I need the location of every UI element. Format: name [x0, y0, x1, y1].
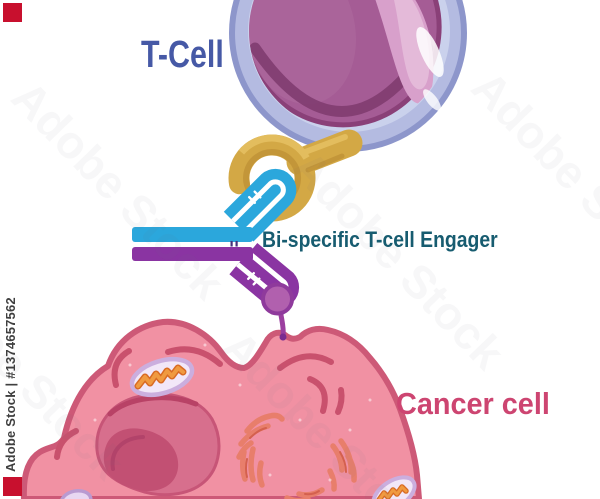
- antigen-stem-tip: [279, 333, 287, 341]
- membrane-folds: [54, 346, 345, 460]
- nucleus-top-arc: [107, 395, 199, 417]
- cd3-linker-bar: [132, 227, 253, 242]
- membrane-gloss: [416, 27, 444, 77]
- receptor-shadow: [243, 149, 302, 197]
- t-cell-label: T-Cell: [141, 34, 224, 76]
- disulfide-ticks: [246, 190, 262, 286]
- t-cell-graphic: [229, 0, 467, 152]
- nucleus-inner-fold: [110, 435, 145, 471]
- watermark-corner-top: [3, 3, 22, 22]
- engager-label: Bi-specific T-cell Engager: [262, 227, 498, 252]
- receptor-highlight: [238, 134, 310, 160]
- hinge-ticks: [230, 241, 238, 247]
- nucleus-highlight-inner: [392, 0, 430, 90]
- er-detail: [245, 427, 347, 496]
- mitochondria: [129, 356, 195, 398]
- cancer-cell-graphic: [20, 318, 422, 499]
- mitochondria-small: [371, 475, 417, 499]
- watermark-id-text: Adobe Stock | #1374657562: [3, 297, 18, 472]
- cell-speckles: [93, 343, 372, 482]
- cancer-cell-body: [20, 318, 422, 499]
- tumor-linker-bar: [132, 247, 253, 261]
- cancer-cell-label: Cancer cell: [396, 386, 550, 421]
- organelle-small: [59, 488, 93, 499]
- tcr-receptor-graphic: [228, 129, 363, 222]
- watermark-corner-bottom: [3, 477, 22, 496]
- bite-antibody-graphic: [132, 168, 300, 316]
- binding-ball: [261, 282, 294, 316]
- membrane-gloss-small: [423, 89, 441, 111]
